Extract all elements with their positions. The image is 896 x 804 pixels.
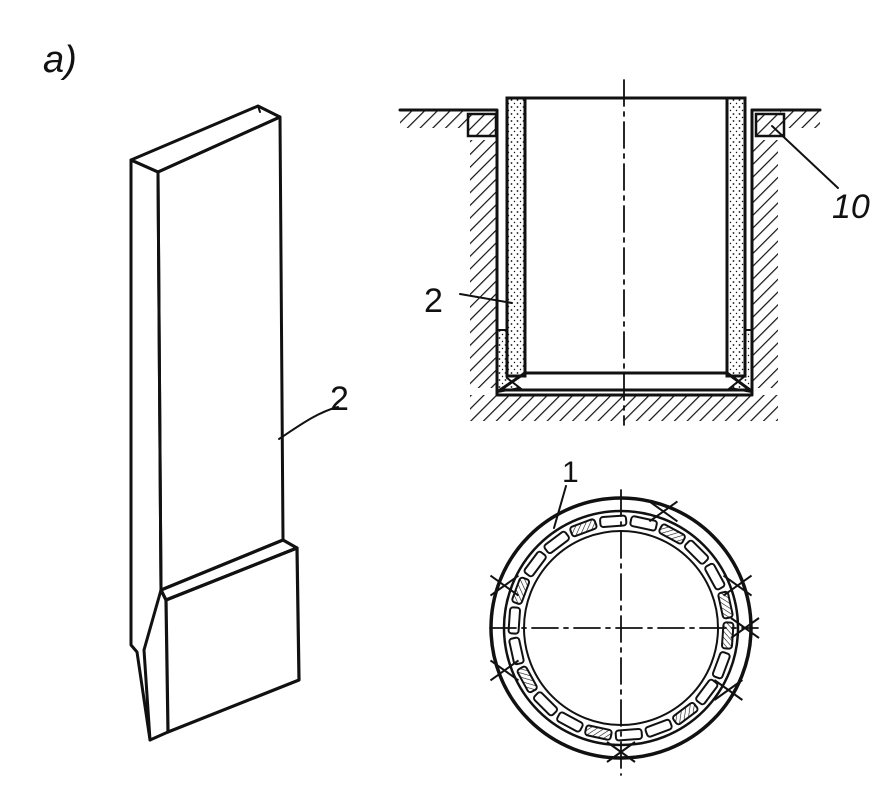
weld-cross [722,574,753,597]
weld-cross [489,659,520,682]
ring-callout-1: 1 [562,456,579,489]
shaft-section [398,79,822,426]
ring-leader-line [553,485,567,529]
weld-cross [648,500,678,523]
collar-callout-10: 10 [832,188,870,226]
ring-segment [599,514,628,529]
ring-segment [523,550,547,578]
panel-label: a) [43,39,77,81]
weld-cross [713,679,743,701]
ring-segment [658,523,686,545]
slab-leader-line [278,406,339,440]
ring-segment [556,711,584,733]
ring-segment [584,724,613,741]
ring-segment [672,701,699,726]
ring-segment [507,606,521,635]
weld-cross [730,617,760,639]
ring-segment [533,691,558,717]
ring-segment [711,651,731,680]
slab-callout-2: 2 [330,380,349,418]
shaft-leader-line [459,293,513,304]
weld-cross [489,574,520,597]
ring-segment [516,665,538,694]
ring-segment [614,727,643,742]
ring-segment [704,562,726,591]
ring-segment [695,678,719,706]
ring-segment [644,718,673,738]
shaft-callout-2: 2 [424,282,443,320]
ring-segments [507,514,735,742]
slab-drawing [129,104,301,742]
ring-segment [508,636,525,666]
ring-segment [684,539,709,565]
weld-cross [606,741,636,763]
ring-plan [489,489,760,776]
ring-segment [569,518,598,538]
ring-segment [717,590,734,620]
collar-leader-line [771,125,839,189]
ring-segment [543,530,570,555]
ring-segment [721,621,735,650]
weld-marks [489,500,760,763]
ring-segment [511,576,531,605]
